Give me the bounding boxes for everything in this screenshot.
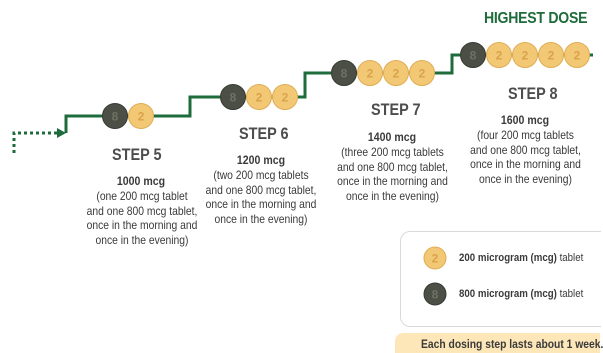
lead-in-arrowhead	[57, 128, 66, 138]
svg-text:8: 8	[230, 91, 237, 105]
step-5-description: (one 200 mcg tablet and one 800 mcg tabl…	[86, 189, 198, 247]
step-8-dose: 1600 mcg	[500, 113, 550, 127]
step-7-title: STEP 7	[371, 100, 421, 119]
step-6-tablet-200: 2	[246, 84, 272, 110]
step-6-tablet-200: 2	[272, 84, 298, 110]
dosing-note: Each dosing step lasts about 1 week.	[395, 333, 603, 353]
legend-label-800: 800 microgram (mcg) tablet	[459, 288, 584, 300]
tablet-legend: 2 200 microgram (mcg) tablet 8 800 micro…	[400, 231, 601, 327]
step-7-description: (three 200 mcg tablets and one 800 mcg t…	[337, 145, 448, 203]
legend-item-800: 8 800 microgram (mcg) tablet	[423, 282, 600, 306]
svg-text:8: 8	[341, 67, 348, 81]
step-6-title: STEP 6	[239, 124, 289, 143]
svg-text:2: 2	[432, 252, 439, 266]
step-7-tablet-800: 8	[331, 60, 357, 86]
dosing-note-text: Each dosing step lasts about 1 week.	[421, 337, 603, 351]
step-5-dose: 1000 mcg	[116, 174, 166, 188]
highest-dose-label: HIGHEST DOSE	[484, 10, 588, 27]
svg-text:2: 2	[548, 49, 555, 63]
step-8-title: STEP 8	[508, 84, 558, 103]
legend-label-200: 200 microgram (mcg) tablet	[459, 252, 584, 264]
step-8-tablet-200: 2	[512, 42, 538, 68]
dotted-lead-in-line	[12, 131, 57, 153]
step-7-tablet-200: 2	[409, 60, 435, 86]
svg-text:2: 2	[138, 110, 145, 124]
step-6-dose: 1200 mcg	[236, 153, 286, 167]
step-7-tablet-200: 2	[357, 60, 383, 86]
legend-item-200: 2 200 microgram (mcg) tablet	[423, 246, 600, 270]
step-7-dose: 1400 mcg	[367, 130, 417, 144]
step-8-tablet-200: 2	[538, 42, 564, 68]
step-8-tablet-800: 8	[460, 42, 486, 68]
svg-text:2: 2	[496, 49, 503, 63]
step-6-description: (two 200 mcg tablets and one 800 mcg tab…	[205, 168, 317, 226]
step-5-title: STEP 5	[112, 145, 162, 164]
svg-text:2: 2	[522, 49, 529, 63]
svg-text:2: 2	[393, 67, 400, 81]
step-7-tablet-200: 2	[383, 60, 409, 86]
tablet-800-icon: 8	[423, 282, 447, 306]
svg-text:8: 8	[112, 110, 119, 124]
svg-text:2: 2	[367, 67, 374, 81]
step-6-tablet-800: 8	[220, 84, 246, 110]
svg-text:2: 2	[282, 91, 289, 105]
svg-text:2: 2	[574, 49, 581, 63]
svg-text:2: 2	[256, 91, 263, 105]
tablet-200-icon: 2	[423, 246, 447, 270]
step-5-tablet-800: 8	[102, 103, 128, 129]
dosing-staircase: 8 2 8 2 2 8 2 2 2 8 2 2 2 2	[12, 42, 593, 153]
svg-text:8: 8	[470, 49, 477, 63]
step-5-tablet-200: 2	[128, 103, 154, 129]
svg-text:8: 8	[432, 288, 439, 302]
step-8-tablet-200: 2	[564, 42, 590, 68]
svg-text:2: 2	[419, 67, 426, 81]
step-8-tablet-200: 2	[486, 42, 512, 68]
step-8-description: (four 200 mcg tablets and one 800 mcg ta…	[470, 128, 581, 186]
